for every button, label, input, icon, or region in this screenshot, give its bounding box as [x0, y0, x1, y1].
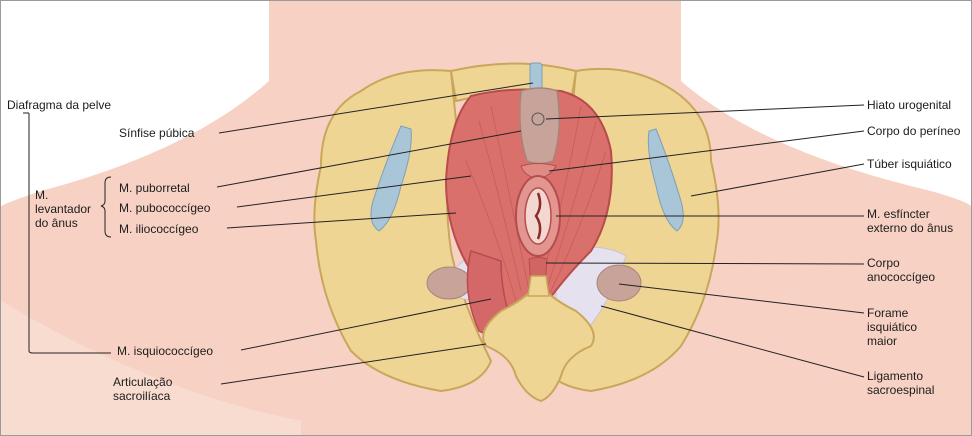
- left-sciatic-foramen: [427, 267, 471, 299]
- coccyx: [528, 276, 549, 296]
- right-sciatic-foramen: [597, 265, 641, 301]
- label-ligamento-sacroespinal: Ligamento sacroespinal: [867, 369, 934, 397]
- label-ligamento-line-1: Ligamento: [867, 369, 934, 383]
- label-levator-line-1: M.: [35, 188, 91, 202]
- label-hiato-urogenital: Hiato urogenital: [867, 98, 951, 112]
- label-anococcigeo-line-1: Corpo: [867, 256, 935, 270]
- label-forame-isquiatico: Forame isquiático maior: [867, 306, 917, 348]
- label-esfincter-line-1: M. esfíncter: [867, 207, 953, 221]
- label-corpo-anococcigeo: Corpo anococcígeo: [867, 256, 935, 284]
- label-anococcigeo-line-2: anococcígeo: [867, 270, 935, 284]
- label-forame-line-2: isquiático: [867, 320, 917, 334]
- label-corpo-perineo: Corpo do períneo: [867, 124, 960, 138]
- label-articulacao-line-1: Articulação: [113, 375, 172, 389]
- label-diafragma-pelve: Diafragma da pelve: [7, 98, 111, 112]
- label-articulacao-line-2: sacroilíaca: [113, 389, 172, 403]
- label-pubococcigeo: M. pubococcígeo: [119, 201, 210, 215]
- label-isquiococcigeo: M. isquiococcígeo: [117, 344, 213, 358]
- label-forame-line-3: maior: [867, 334, 917, 348]
- label-ligamento-line-2: sacroespinal: [867, 383, 934, 397]
- label-esfincter-line-2: externo do ânus: [867, 221, 953, 235]
- label-tuber-isquiatico: Túber isquiático: [867, 157, 952, 171]
- label-levator-group: M. levantador do ânus: [35, 188, 91, 230]
- label-levator-line-2: levantador: [35, 202, 91, 216]
- label-sinfise-pubica: Sínfise púbica: [119, 126, 194, 140]
- label-articulacao-sacroiliaca: Articulação sacroilíaca: [113, 375, 172, 403]
- label-iliococcigeo: M. iliococcígeo: [119, 222, 198, 236]
- label-puborretal: M. puborretal: [119, 181, 190, 195]
- label-esfincter-anus: M. esfíncter externo do ânus: [867, 207, 953, 235]
- label-forame-line-1: Forame: [867, 306, 917, 320]
- label-levator-line-3: do ânus: [35, 216, 91, 230]
- urogenital-hiatus: [520, 88, 559, 164]
